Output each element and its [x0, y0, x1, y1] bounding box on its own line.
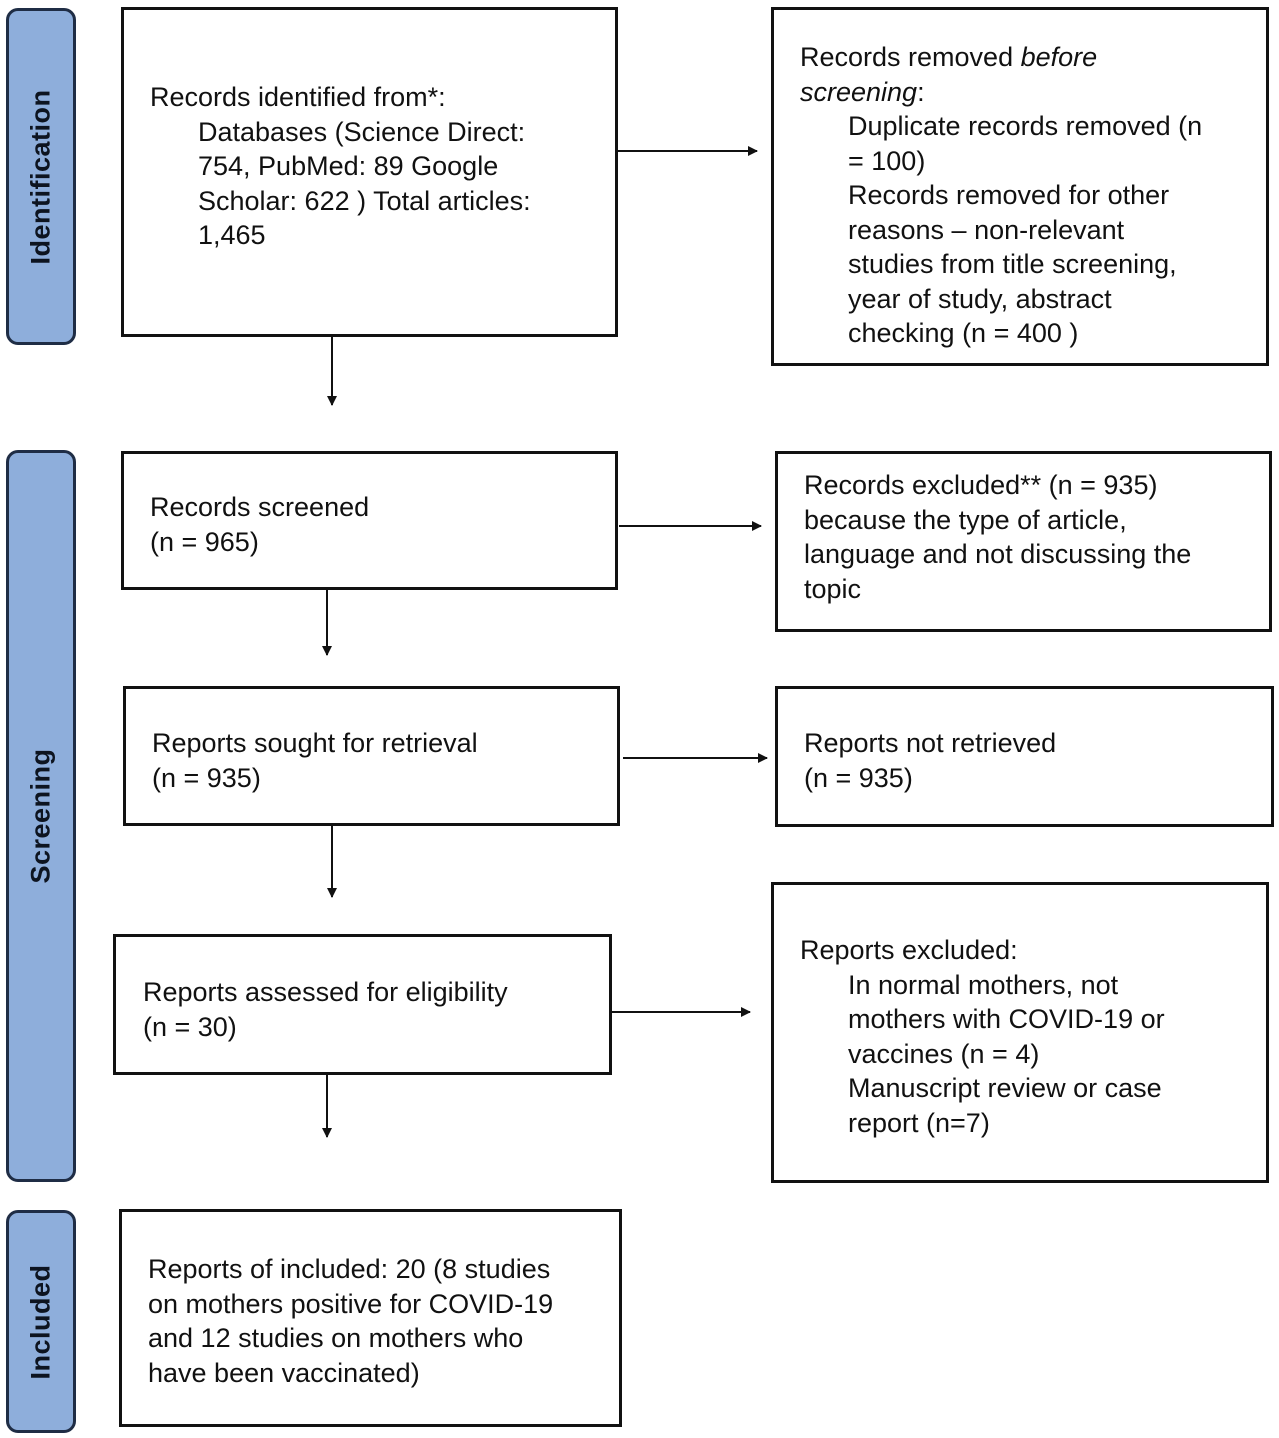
records-removed-box: Records removed before screening: Duplic…: [771, 7, 1269, 366]
reports-assessed-label: Reports assessed for eligibility: [143, 977, 508, 1007]
duplicate-line: Duplicate records removed (n: [848, 111, 1203, 141]
records-excluded-line: topic: [804, 573, 862, 604]
database-line: Scholar: 622 ) Total articles:: [198, 185, 531, 216]
records-identified-heading: Records identified from*:: [150, 82, 446, 112]
phase-included: Included: [6, 1210, 76, 1433]
other-reasons-line: year of study, abstract: [848, 283, 1112, 314]
included-reports-box: Reports of included: 20 (8 studies on mo…: [119, 1209, 622, 1427]
heading-italic: before: [1020, 42, 1098, 72]
heading-italic-2: screening: [800, 76, 918, 107]
records-excluded-line: because the type of article,: [804, 504, 1127, 535]
reports-assessed-count: (n = 30): [143, 1011, 237, 1042]
normal-mothers-line: vaccines (n = 4): [848, 1038, 1040, 1069]
records-excluded-line: Records excluded** (n = 935): [804, 470, 1158, 500]
reports-assessed-box: Reports assessed for eligibility (n = 30…: [113, 934, 612, 1075]
reports-not-retrieved-label: Reports not retrieved: [804, 728, 1057, 758]
other-reasons-line: reasons – non-relevant: [848, 214, 1125, 245]
heading-tail: :: [917, 76, 925, 107]
reports-not-retrieved-box: Reports not retrieved (n = 935): [775, 686, 1274, 827]
normal-mothers-line: mothers with COVID-19 or: [848, 1004, 1165, 1034]
reports-sought-count: (n = 935): [152, 762, 261, 793]
manuscript-review-line: Manuscript review or case: [848, 1073, 1162, 1103]
database-line: Databases (Science Direct:: [198, 116, 526, 147]
database-line: 1,465: [198, 220, 266, 250]
records-excluded-box: Records excluded** (n = 935) because the…: [775, 451, 1272, 632]
included-reports-line: have been vaccinated): [148, 1357, 420, 1388]
normal-mothers-line: In normal mothers, not: [848, 969, 1119, 1000]
records-identified-box: Records identified from*: Databases (Sci…: [121, 7, 618, 337]
reports-sought-box: Reports sought for retrieval (n = 935): [123, 686, 620, 826]
records-screened-count: (n = 965): [150, 526, 259, 557]
manuscript-review-line: report (n=7): [848, 1107, 990, 1138]
included-reports-line: on mothers positive for COVID-19: [148, 1288, 554, 1319]
reports-not-retrieved-count: (n = 935): [804, 762, 913, 793]
reports-excluded-heading: Reports excluded:: [800, 935, 1018, 965]
included-reports-line: and 12 studies on mothers who: [148, 1323, 524, 1353]
database-line: 754, PubMed: 89 Google: [198, 151, 499, 181]
included-reports-line: Reports of included: 20 (8 studies: [148, 1254, 551, 1284]
records-excluded-line: language and not discussing the: [804, 539, 1192, 569]
reports-sought-label: Reports sought for retrieval: [152, 728, 478, 758]
other-reasons-line: Records removed for other: [848, 180, 1170, 210]
other-reasons-line: studies from title screening,: [848, 249, 1177, 279]
phase-identification: Identification: [6, 8, 76, 345]
records-removed-heading: Records removed before: [800, 40, 1256, 75]
records-screened-box: Records screened (n = 965): [121, 451, 618, 590]
phase-screening: Screening: [6, 450, 76, 1182]
heading-text: Records removed: [800, 42, 1021, 72]
records-screened-label: Records screened: [150, 492, 370, 522]
records-removed-heading-2: screening:: [800, 75, 1256, 110]
duplicate-line: = 100): [848, 145, 926, 176]
other-reasons-line: checking (n = 400 ): [848, 318, 1079, 348]
reports-excluded-box: Reports excluded: In normal mothers, not…: [771, 882, 1269, 1183]
